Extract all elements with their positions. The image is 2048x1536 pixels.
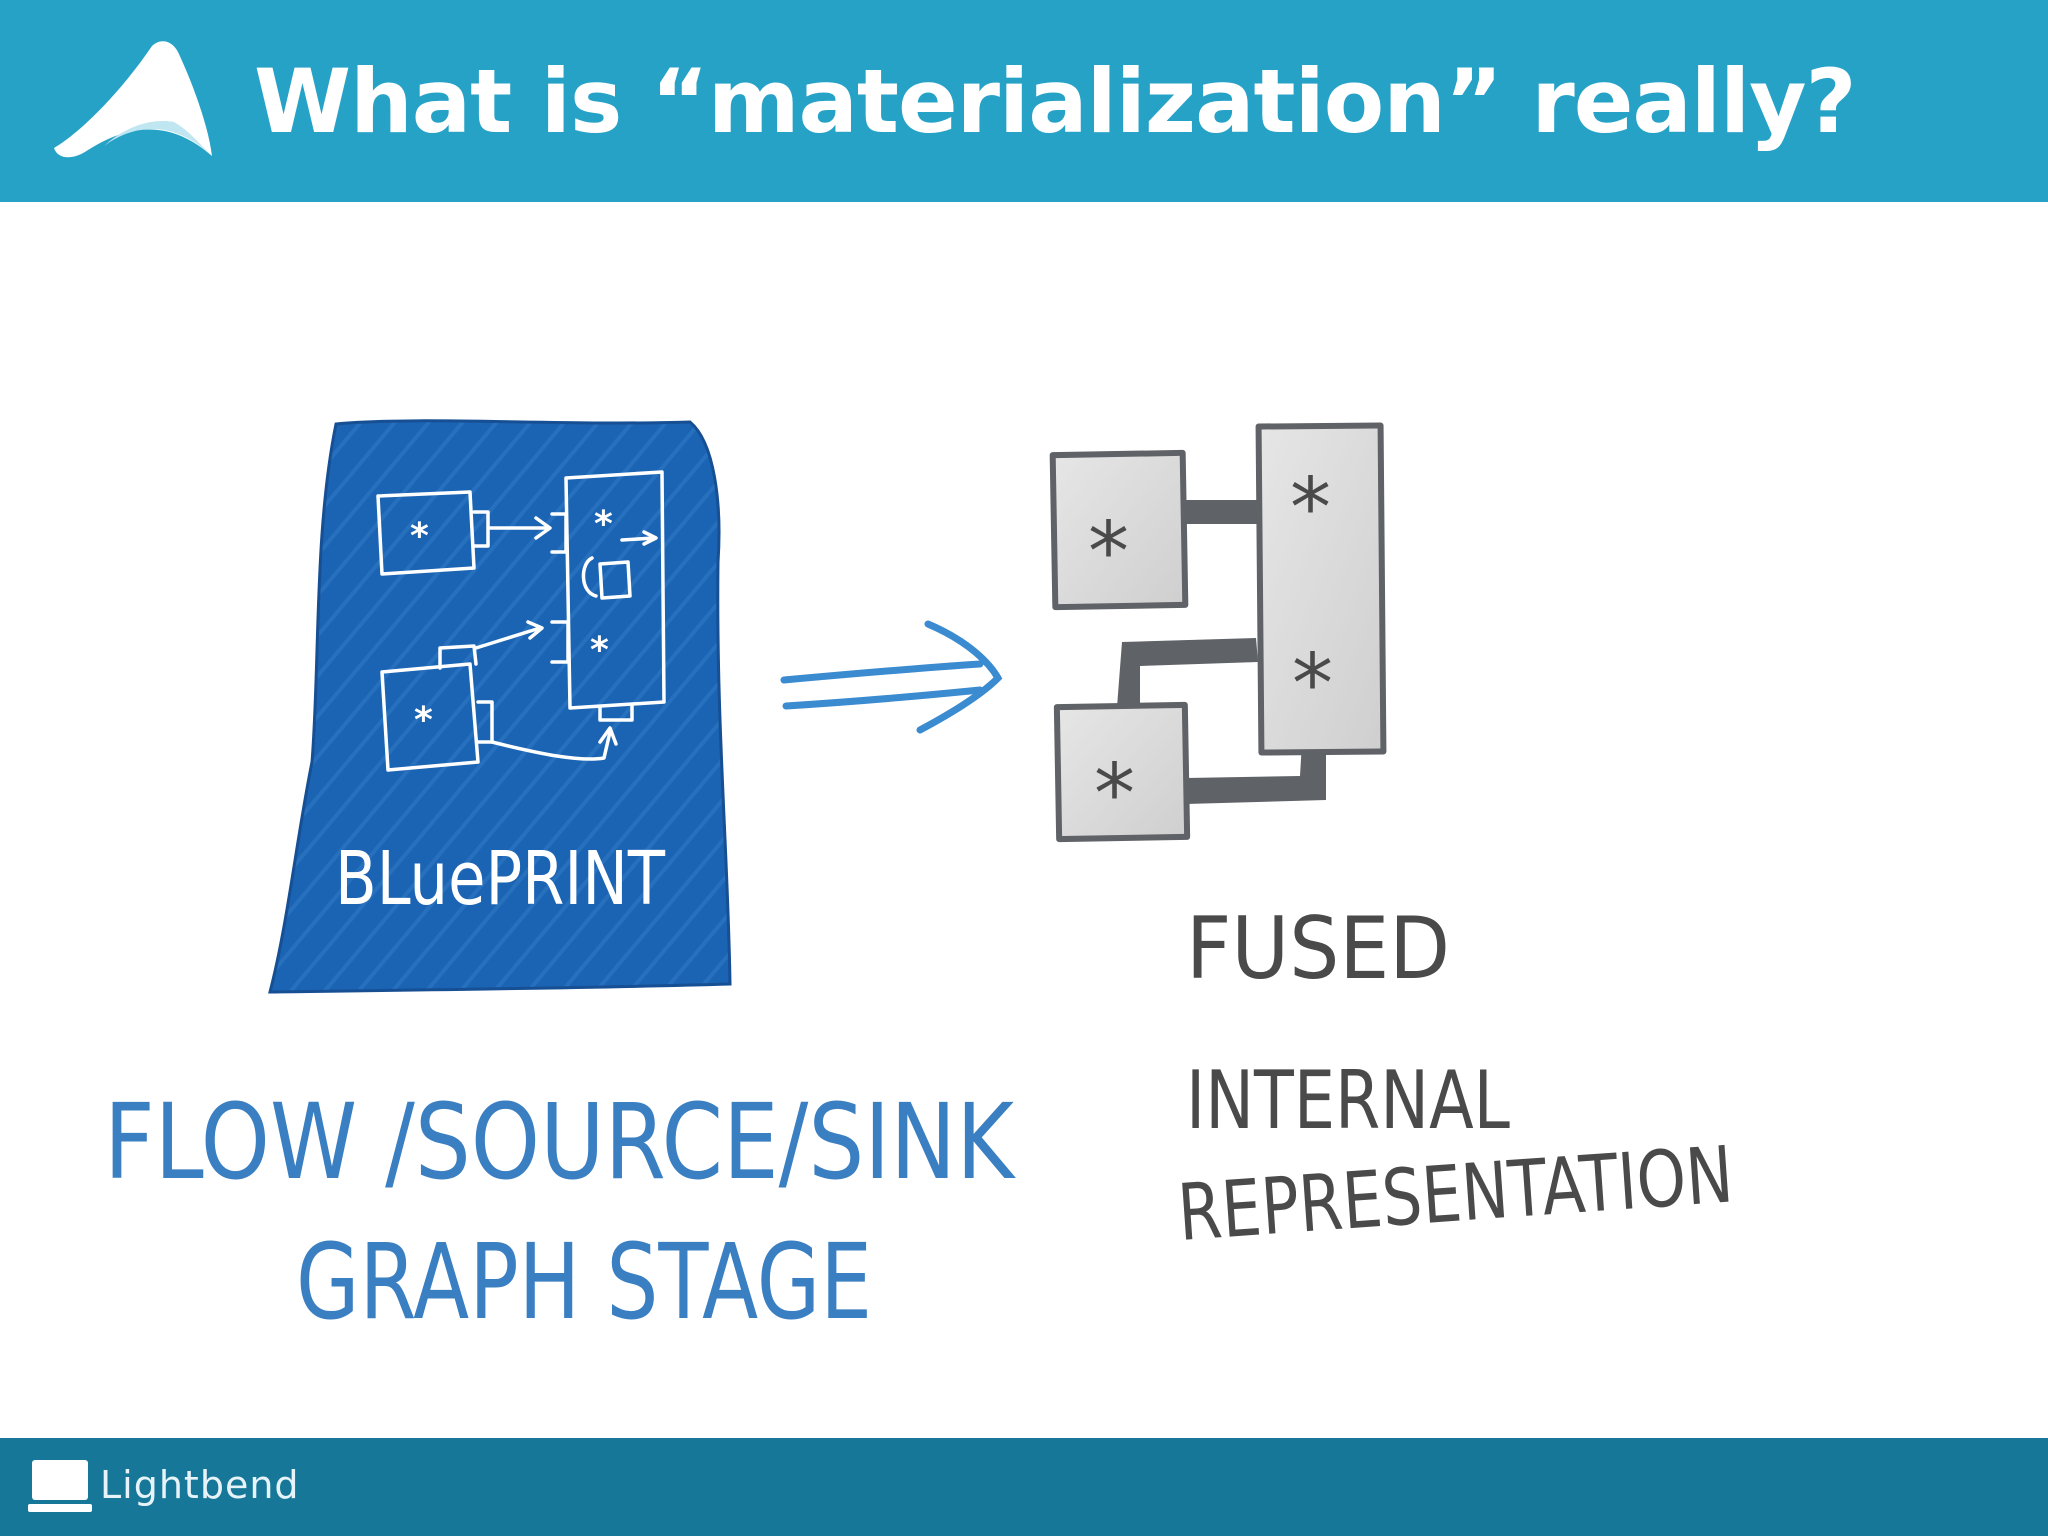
left-caption-line1: FLOW /SOURCE/SINK [104,1081,1016,1203]
blueprint-node-symbol: * [414,700,433,741]
fused-representation: * * * * [1049,422,1387,843]
brand-name: Lightbend [100,1463,300,1507]
right-caption-line3: REPRESENTATION [1175,1130,1736,1259]
slide-title: What is “materialization” really? [254,50,1857,153]
blueprint-label: BLuePRINT [335,836,666,922]
footer-bar: Lightbend [0,1438,2048,1536]
transform-arrow-icon [780,620,1003,734]
blueprint-node-symbol: * [594,504,613,545]
lightbend-mountain-logo-icon [54,41,212,158]
header-bar: What is “materialization” really? [0,0,2048,202]
left-caption-line2: GRAPH STAGE [296,1221,872,1343]
materialization-diagram: * * * * BLuePRINT [104,419,1736,1343]
fused-node-symbol: * [1292,637,1333,732]
fused-node-symbol: * [1088,505,1129,600]
right-caption-line2: INTERNAL [1186,1054,1510,1147]
blueprint-sheet: * * * * BLuePRINT [268,419,732,994]
fused-node-symbol: * [1094,747,1135,842]
right-caption-line1: FUSED [1186,899,1450,999]
blueprint-node-symbol: * [410,516,429,557]
fused-node-symbol: * [1290,461,1331,556]
lightbend-laptop-logo-icon [28,1460,92,1512]
blueprint-node-symbol: * [590,630,609,671]
